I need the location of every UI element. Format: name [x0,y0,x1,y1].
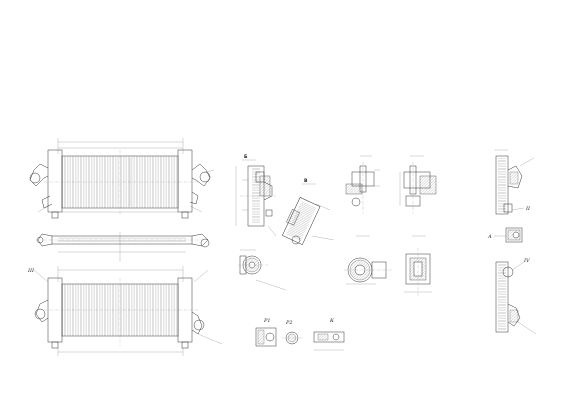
right-side-view: II [494,149,535,215]
callout-ii: III [27,268,35,274]
bottom-details-view: Р1 Р2 К [255,318,345,351]
callout-k: К [329,318,334,324]
section-v-view: В [282,178,335,246]
callout-r1: Р1 [263,318,271,324]
callout-iv: IV [523,258,531,264]
top-view [36,232,210,262]
rear-view [33,266,223,356]
section-s1-view [345,155,380,214]
section-s4-view [404,235,432,296]
detail-a-view: А [487,227,523,243]
section-s2-view [399,155,437,214]
fitting-detail-view [238,249,287,291]
right-side-lower-view: IV [495,258,537,335]
callout-v: В [304,178,308,184]
section-b-view: Б [235,154,277,237]
section-s3-view [344,235,392,285]
callout-a: А [487,234,492,240]
callout-b: Б [244,154,248,160]
callout-r2: Р2 [285,320,293,326]
front-view [29,138,215,219]
callout-iii: II [525,206,531,212]
